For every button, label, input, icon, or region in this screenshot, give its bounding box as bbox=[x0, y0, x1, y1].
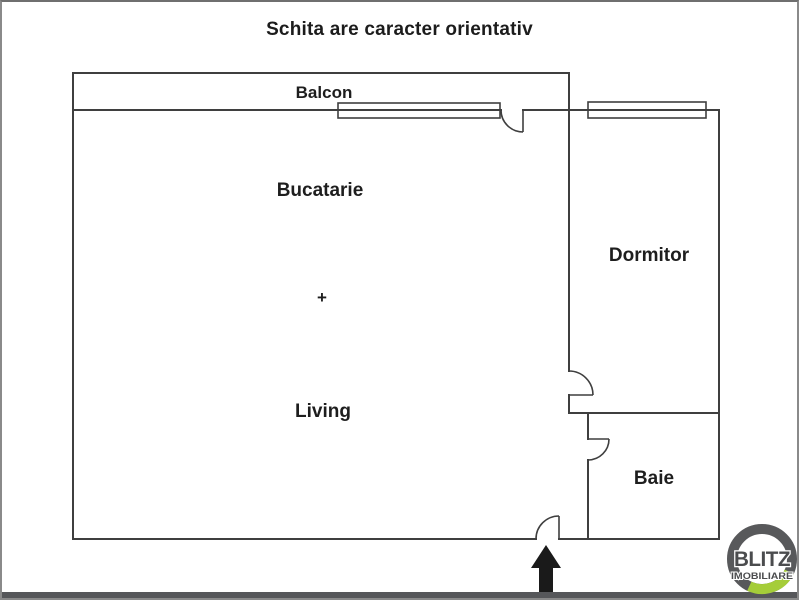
page-title: Schita are caracter orientativ bbox=[266, 19, 533, 40]
window-icon bbox=[587, 101, 707, 119]
entrance-door-icon bbox=[535, 515, 560, 540]
room-label-baie: Baie bbox=[634, 468, 674, 489]
logo-name: BLITZ bbox=[734, 548, 791, 571]
walls bbox=[72, 72, 720, 540]
bottom-border-bar bbox=[2, 592, 797, 598]
blitz-logo: BLITZ IMOBILIARE bbox=[727, 524, 797, 595]
baie-door-icon bbox=[587, 438, 610, 461]
room-label-balcon: Balcon bbox=[296, 83, 353, 102]
room-label-living: Living bbox=[295, 401, 351, 422]
window-icon bbox=[337, 102, 501, 119]
room-label-dormitor: Dormitor bbox=[609, 245, 690, 266]
entrance-arrow-icon bbox=[531, 545, 561, 592]
logo-subtitle: IMOBILIARE bbox=[731, 571, 793, 582]
doors bbox=[500, 109, 610, 540]
dormitor-door-icon bbox=[568, 370, 594, 396]
balcony-door-icon bbox=[500, 109, 524, 133]
windows bbox=[337, 101, 707, 119]
room-label-bucatarie: Bucatarie bbox=[277, 180, 364, 201]
room-label-plus: + bbox=[317, 288, 327, 307]
logo-ring-accent bbox=[747, 569, 794, 595]
